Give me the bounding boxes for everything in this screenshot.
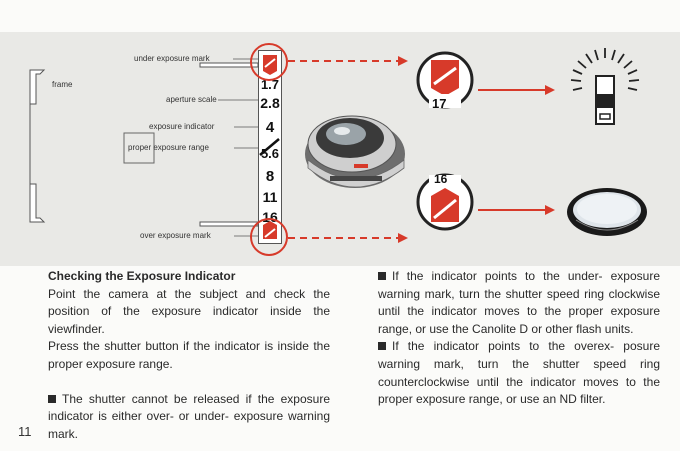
label-aperture-scale: aperture scale <box>166 95 217 104</box>
right-note-2: If the indicator points to the overex- p… <box>378 338 660 408</box>
bullet-icon <box>48 394 56 403</box>
zoom-over-exposure <box>416 173 474 231</box>
left-paragraph-2: Press the shutter button if the indicato… <box>48 339 330 371</box>
over-exposure-warning-mark <box>263 221 277 239</box>
aperture-value-11: 11 <box>262 189 278 205</box>
label-under-exposure-mark: under exposure mark <box>134 54 210 63</box>
aperture-value-1-7: 1.7 <box>260 77 280 92</box>
accessory-arrows <box>478 85 555 215</box>
flash-unit-icon <box>570 48 640 125</box>
aperture-value-4: 4 <box>265 119 275 136</box>
aperture-scale-strip: 1.7 2.8 4 5.6 8 11 16 <box>258 50 282 244</box>
nd-filter-icon <box>567 188 647 236</box>
aperture-value-16: 16 <box>262 209 278 225</box>
exposure-indicator-needle <box>259 138 280 156</box>
lens-illustration <box>305 115 405 188</box>
right-note-1: If the indicator points to the under- ex… <box>378 268 660 338</box>
left-note: The shutter cannot be released if the ex… <box>48 391 330 444</box>
under-exposure-warning-mark <box>263 55 277 75</box>
left-note-text: The shutter cannot be released if the ex… <box>48 391 330 441</box>
label-exposure-indicator: exposure indicator <box>149 122 215 131</box>
aperture-value-8: 8 <box>265 168 275 185</box>
right-column: If the indicator points to the under- ex… <box>378 268 660 409</box>
section-heading: Checking the Exposure Indicator <box>48 269 236 283</box>
left-paragraph-1: Point the camera at the subject and chec… <box>48 286 330 336</box>
zoom-bottom-value: 16 <box>434 172 448 186</box>
label-over-exposure-mark: over exposure mark <box>140 231 211 240</box>
zoom-top-value: 17 <box>432 96 447 111</box>
right-note-1-text: If the indicator points to the under- ex… <box>378 269 660 336</box>
label-frame: frame <box>52 80 73 89</box>
exposure-diagram: under exposure mark frame aperture scale… <box>0 32 680 266</box>
bullet-icon <box>378 272 386 280</box>
zoom-under-exposure <box>416 51 474 109</box>
aperture-value-2-8: 2.8 <box>260 95 280 111</box>
page-number: 11 <box>18 424 32 439</box>
label-proper-exposure-range: proper exposure range <box>128 143 209 152</box>
right-note-2-text: If the indicator points to the overex- p… <box>378 339 660 407</box>
callout-arrows <box>250 43 408 256</box>
left-column: Checking the Exposure Indicator Point th… <box>48 268 330 443</box>
bullet-icon <box>378 342 386 351</box>
